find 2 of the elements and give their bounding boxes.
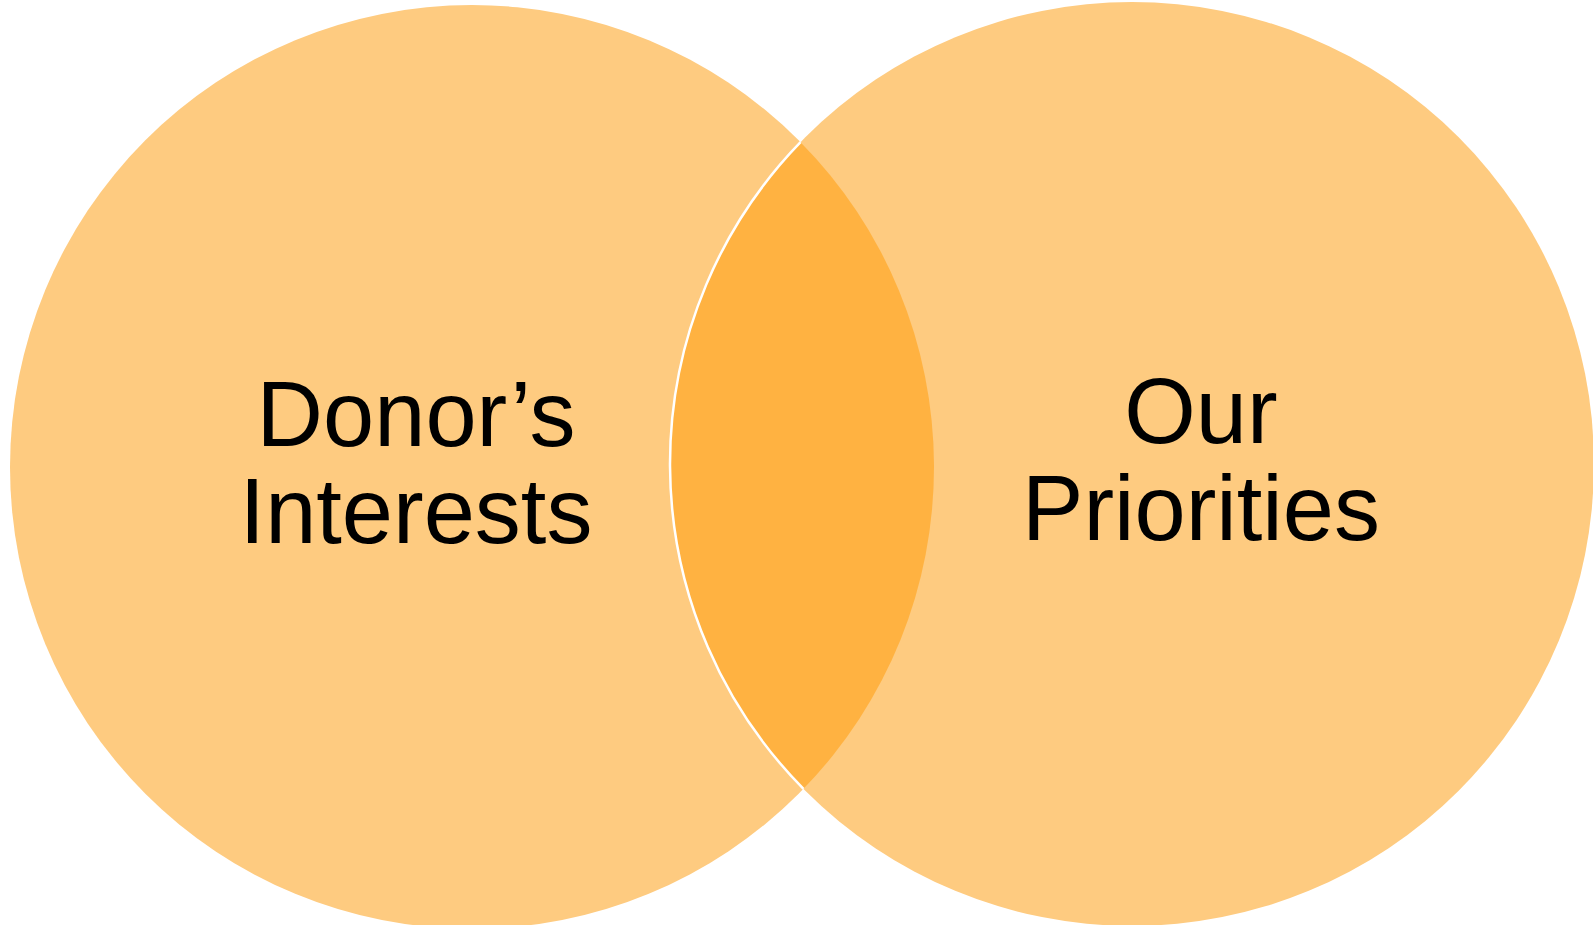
- circle-label: Our Priorities: [1022, 363, 1380, 557]
- circle-label: Donor’s Interests: [239, 366, 593, 560]
